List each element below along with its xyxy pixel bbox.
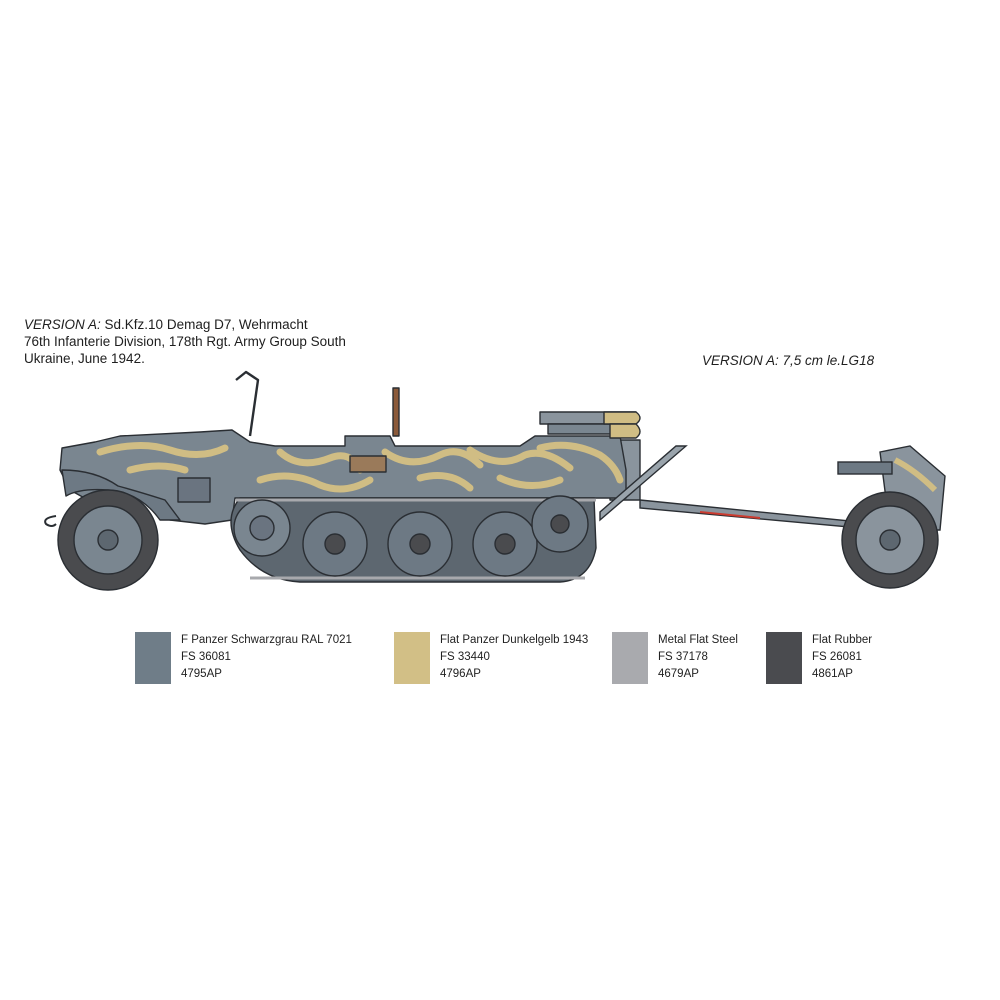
paint-chip — [612, 632, 648, 684]
paint-chip — [135, 632, 171, 684]
road-wheels — [302, 495, 589, 577]
vehicle-caption: VERSION A: Sd.Kfz.10 Demag D7, Wehrmacht… — [24, 316, 424, 367]
paint-chip — [394, 632, 430, 684]
gun-caption: VERSION A: 7,5 cm le.LG18 — [702, 352, 962, 369]
rear-equipment — [539, 411, 641, 439]
vehicle-profile-illustration — [44, 370, 946, 591]
paint-label: Flat Rubber FS 26081 4861AP — [812, 632, 872, 683]
paint-label: F Panzer Schwarzgrau RAL 7021 FS 36081 4… — [181, 632, 352, 683]
paint-product-code: 4796AP — [440, 668, 481, 680]
halftrack-body — [59, 370, 641, 525]
paint-product-code: 4795AP — [181, 668, 222, 680]
track-assembly — [230, 495, 597, 583]
caption-line-1: VERSION A: Sd.Kfz.10 Demag D7, Wehrmacht — [24, 316, 424, 333]
paint-fs-code: FS 36081 — [181, 651, 231, 663]
gun-version-label: VERSION A: — [702, 353, 779, 368]
paint-fs-code: FS 33440 — [440, 651, 490, 663]
paint-label: Flat Panzer Dunkelgelb 1943 FS 33440 479… — [440, 632, 588, 683]
field-gun — [837, 445, 946, 589]
paint-product-code: 4861AP — [812, 668, 853, 680]
vehicle-name: Sd.Kfz.10 Demag D7, Wehrmacht — [100, 317, 308, 332]
paint-name: Metal Flat Steel — [658, 634, 738, 646]
tow-hook — [44, 515, 57, 527]
storage-box — [349, 455, 387, 473]
gun-barrel — [837, 461, 893, 475]
paint-name: Flat Rubber — [812, 634, 873, 646]
paint-label: Metal Flat Steel FS 37178 4679AP — [658, 632, 738, 683]
gun-name: 7,5 cm le.LG18 — [778, 353, 875, 368]
paint-chip — [766, 632, 802, 684]
paint-product-code: 4679AP — [658, 668, 699, 680]
front-fender — [61, 469, 181, 521]
front-wheel — [57, 489, 159, 591]
version-label: VERSION A: — [24, 317, 101, 332]
camouflage-pattern — [96, 441, 624, 493]
paint-name: Flat Panzer Dunkelgelb 1943 — [440, 634, 589, 646]
paint-fs-code: FS 37178 — [658, 651, 708, 663]
windscreen-frame — [235, 370, 260, 437]
caption-line-3: Ukraine, June 1942. — [24, 351, 145, 366]
paint-name: F Panzer Schwarzgrau RAL 7021 — [181, 634, 352, 646]
caption-line-2: 76th Infanterie Division, 178th Rgt. Arm… — [24, 334, 346, 349]
radiator-grille — [177, 477, 211, 503]
rifle — [392, 387, 400, 437]
paint-fs-code: FS 26081 — [812, 651, 862, 663]
